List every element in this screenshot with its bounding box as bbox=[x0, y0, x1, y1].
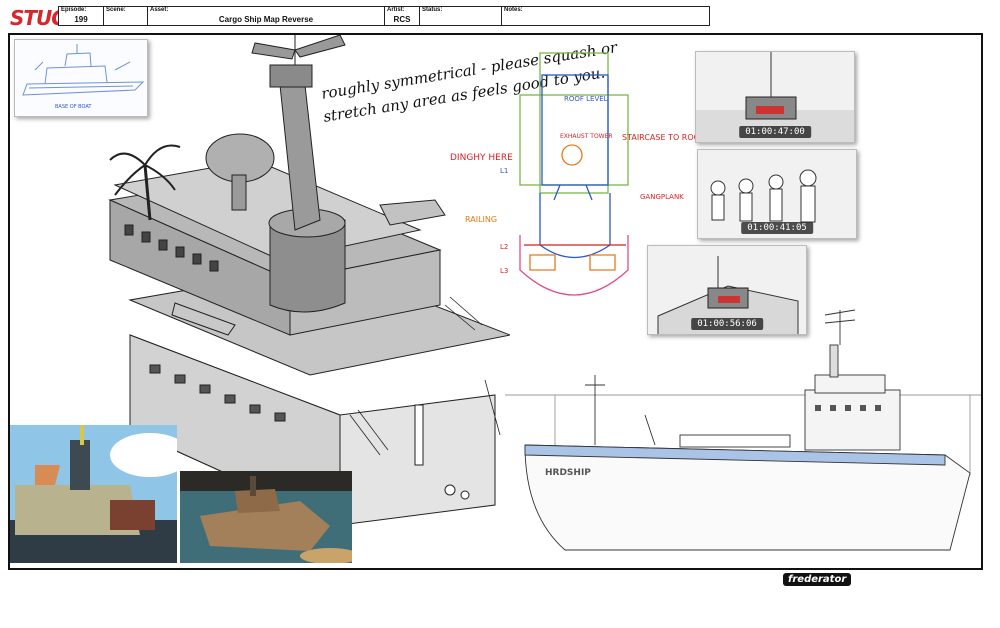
gangplank-label: GANGPLANK bbox=[640, 193, 684, 201]
reference-frame-3: 01:00:56:06 bbox=[647, 245, 807, 335]
blue-sketch-drawing bbox=[22, 44, 145, 96]
notes-cell: Notes: bbox=[502, 7, 709, 25]
hull-lettering: HRDSHIP bbox=[545, 468, 591, 478]
staircase-label: STAIRCASE TO ROOF bbox=[622, 133, 705, 142]
timecode-2: 01:00:41:05 bbox=[741, 222, 813, 234]
info-header: Episode: 199 Scene: Asset: Cargo Ship Ma… bbox=[58, 6, 710, 26]
blue-sketch-thumbnail: BASE OF BOAT bbox=[14, 39, 148, 117]
status-cell: Status: bbox=[420, 7, 502, 25]
sketch-caption: BASE OF BOAT bbox=[55, 104, 92, 110]
reference-frame-2: 01:00:41:05 bbox=[697, 149, 857, 239]
artist-value: RCS bbox=[393, 15, 411, 24]
notes-label: Notes: bbox=[504, 7, 523, 13]
frame-2-sketch bbox=[710, 169, 817, 223]
artist-label: Artist: bbox=[387, 7, 405, 13]
asset-value: Cargo Ship Map Reverse bbox=[218, 15, 314, 24]
asset-label: Asset: bbox=[150, 7, 169, 13]
exhaust-tower-label: EXHAUST TOWER bbox=[560, 133, 613, 140]
railing-label: RAILING bbox=[465, 215, 498, 224]
episode-cell: Episode: 199 bbox=[59, 7, 104, 25]
timecode-3: 01:00:56:06 bbox=[691, 318, 763, 330]
level-1-label: L1 bbox=[500, 167, 509, 175]
side-view-ship: HRDSHIP bbox=[505, 309, 981, 551]
photo-reference-wreck bbox=[180, 471, 352, 563]
level-2-label: L2 bbox=[500, 243, 509, 251]
color-reference-painting bbox=[10, 425, 177, 563]
episode-value: 199 bbox=[74, 15, 88, 24]
artwork-frame: BASE OF BOAT bbox=[8, 33, 983, 570]
scene-label: Scene: bbox=[106, 7, 126, 13]
timecode-1: 01:00:47:00 bbox=[739, 126, 811, 138]
asset-cell: Asset: Cargo Ship Map Reverse bbox=[148, 7, 385, 25]
artist-cell: Artist: RCS bbox=[385, 7, 420, 25]
frederator-logo: frederator bbox=[783, 573, 852, 586]
photo-reference-image bbox=[180, 471, 352, 563]
level-3-label: L3 bbox=[500, 267, 509, 275]
reference-frame-1: 01:00:47:00 bbox=[695, 51, 855, 143]
scene-cell: Scene: bbox=[104, 7, 148, 25]
roof-level-label: ROOF LEVEL bbox=[564, 95, 608, 103]
dinghy-label: DINGHY HERE bbox=[450, 153, 513, 163]
episode-label: Episode: bbox=[61, 7, 87, 13]
status-label: Status: bbox=[422, 7, 443, 13]
floor-plan-diagram bbox=[519, 52, 629, 296]
color-reference-image bbox=[10, 425, 177, 563]
